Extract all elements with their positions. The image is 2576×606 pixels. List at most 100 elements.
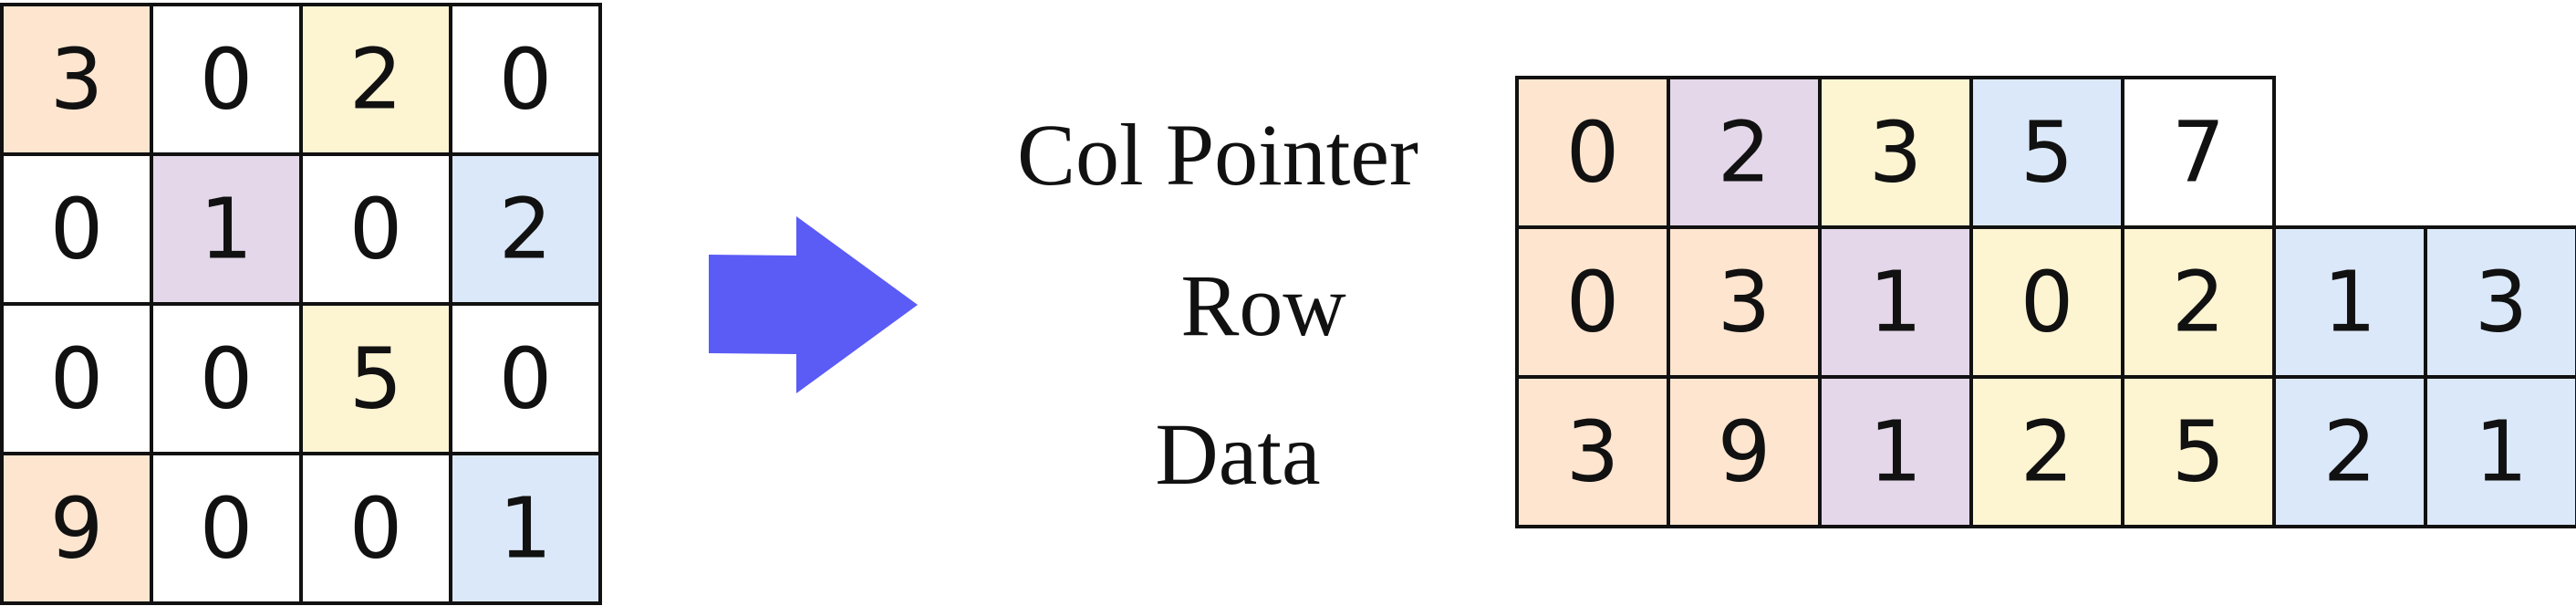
matrix-cell-r1-c3-value: 2 — [499, 181, 553, 278]
matrix-cell-r1-c3: 2 — [449, 152, 602, 306]
matrix-cell-r0-c0-value: 3 — [50, 31, 104, 129]
data-cell-4-value: 5 — [2172, 403, 2226, 501]
right-arrow-shape — [709, 216, 918, 393]
matrix-cell-r1-c0-value: 0 — [50, 181, 104, 278]
col-pointer-cell-1: 2 — [1667, 76, 1822, 229]
matrix-cell-r1-c2: 0 — [299, 152, 452, 306]
col-pointer-cell-2-value: 3 — [1869, 104, 1923, 202]
matrix-cell-r3-c1: 0 — [150, 452, 303, 605]
matrix-cell-r3-c3-value: 1 — [499, 480, 553, 578]
matrix-cell-r1-c1-value: 1 — [200, 181, 254, 278]
data-cell-0-value: 3 — [1566, 403, 1620, 501]
matrix-cell-r1-c2-value: 0 — [349, 181, 403, 278]
row-cell-1: 3 — [1667, 225, 1822, 379]
matrix-cell-r3-c3: 1 — [449, 452, 602, 605]
matrix-cell-r2-c3-box — [449, 302, 602, 455]
matrix-cell-r1-c0: 0 — [0, 152, 153, 306]
matrix-cell-r0-c3: 0 — [449, 3, 602, 156]
row-cell-4: 2 — [2121, 225, 2276, 379]
col-pointer-cell-3: 5 — [1969, 76, 2124, 229]
row-cell-5-box — [2272, 225, 2427, 379]
data-cell-2-value: 1 — [1869, 403, 1923, 501]
col-pointer-cell-0: 0 — [1515, 76, 1670, 229]
col-pointer-cell-1-box — [1667, 76, 1822, 229]
matrix-cell-r1-c1: 1 — [150, 152, 303, 306]
matrix-cell-r0-c1-value: 0 — [200, 31, 254, 129]
matrix-cell-r3-c2-value: 0 — [349, 480, 403, 578]
row-cell-0: 0 — [1515, 225, 1670, 379]
data-label: Data — [1155, 405, 1320, 503]
matrix-cell-r3-c0: 9 — [0, 452, 153, 605]
data-cell-0-box — [1515, 375, 1670, 528]
col-pointer-cell-4-box — [2121, 76, 2276, 229]
data-cell-6: 1 — [2424, 375, 2576, 528]
data-cell-6-value: 1 — [2475, 403, 2529, 501]
data-cell-2: 1 — [1818, 375, 1973, 528]
row-cell-6-box — [2424, 225, 2576, 379]
row-cell-2-value: 1 — [1869, 254, 1923, 351]
matrix-cell-r1-c1-box — [150, 152, 303, 306]
row-cell-3: 0 — [1969, 225, 2124, 379]
data-cell-4: 5 — [2121, 375, 2276, 528]
col-pointer-cell-1-value: 2 — [1718, 104, 1771, 202]
right-arrow-icon — [709, 216, 918, 393]
data-cell-2-box — [1818, 375, 1973, 528]
row-cell-3-value: 0 — [2020, 254, 2074, 351]
matrix-cell-r3-c0-value: 9 — [50, 480, 104, 578]
data-cell-1: 9 — [1667, 375, 1822, 528]
row-cell-6-value: 3 — [2475, 254, 2529, 351]
matrix-cell-r3-c3-box — [449, 452, 602, 605]
data-cell-3-value: 2 — [2020, 403, 2074, 501]
col-pointer-cell-3-box — [1969, 76, 2124, 229]
col-pointer-cell-2-box — [1818, 76, 1973, 229]
row-cell-5: 1 — [2272, 225, 2427, 379]
matrix-cell-r3-c1-box — [150, 452, 303, 605]
matrix-cell-r0-c2-value: 2 — [349, 31, 403, 129]
row-cell-2: 1 — [1818, 225, 1973, 379]
matrix-cell-r3-c1-value: 0 — [200, 480, 254, 578]
col-pointer-cell-0-value: 0 — [1566, 104, 1620, 202]
matrix-cell-r0-c0-box — [0, 3, 153, 156]
row-cell-5-value: 1 — [2323, 254, 2377, 351]
data-cell-3: 2 — [1969, 375, 2124, 528]
data-cell-1-box — [1667, 375, 1822, 528]
matrix-cell-r2-c1-value: 0 — [200, 330, 254, 428]
row-cell-1-box — [1667, 225, 1822, 379]
col-pointer-cell-3-value: 5 — [2020, 104, 2074, 202]
matrix-cell-r0-c0: 3 — [0, 3, 153, 156]
matrix-cell-r2-c3-value: 0 — [499, 330, 553, 428]
matrix-cell-r0-c1: 0 — [150, 3, 303, 156]
data-cell-5-value: 2 — [2323, 403, 2377, 501]
data-cell-0: 3 — [1515, 375, 1670, 528]
col-pointer-cell-4: 7 — [2121, 76, 2276, 229]
csc-labels: Col Pointer Row Data — [1017, 106, 1418, 503]
matrix-cell-r0-c3-value: 0 — [499, 31, 553, 129]
matrix-cell-r2-c2: 5 — [299, 302, 452, 455]
matrix-cell-r3-c0-box — [0, 452, 153, 605]
matrix-cell-r0-c3-box — [449, 3, 602, 156]
col-pointer-cell-4-value: 7 — [2172, 104, 2226, 202]
row-cell-4-value: 2 — [2172, 254, 2226, 351]
data-cell-1-value: 9 — [1718, 403, 1771, 501]
row-cell-0-value: 0 — [1566, 254, 1620, 351]
matrix-cell-r2-c3: 0 — [449, 302, 602, 455]
matrix-cell-r0-c1-box — [150, 3, 303, 156]
matrix-cell-r2-c1: 0 — [150, 302, 303, 455]
col-pointer-cell-0-box — [1515, 76, 1670, 229]
matrix-cell-r2-c0: 0 — [0, 302, 153, 455]
data-cell-5: 2 — [2272, 375, 2427, 528]
col-pointer-label: Col Pointer — [1017, 106, 1418, 204]
matrix-cell-r2-c1-box — [150, 302, 303, 455]
data-cell-6-box — [2424, 375, 2576, 528]
col-pointer-cell-2: 3 — [1818, 76, 1973, 229]
row-label: Row — [1180, 256, 1345, 354]
row-cell-0-box — [1515, 225, 1670, 379]
matrix-cell-r2-c0-value: 0 — [50, 330, 104, 428]
row-cell-6: 3 — [2424, 225, 2576, 379]
matrix-cell-r0-c2: 2 — [299, 3, 452, 156]
matrix-cell-r2-c2-value: 5 — [349, 330, 403, 428]
row-cell-1-value: 3 — [1718, 254, 1771, 351]
